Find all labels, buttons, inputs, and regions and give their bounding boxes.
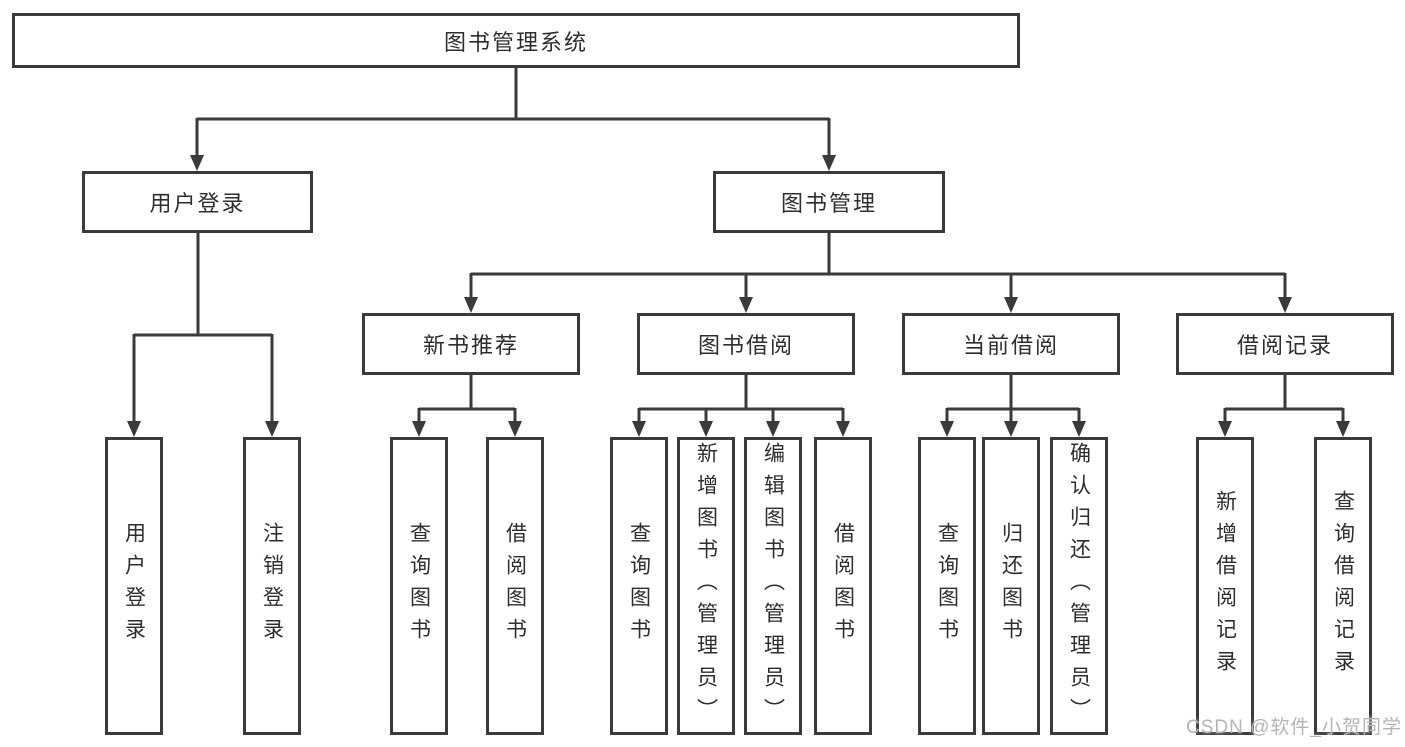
connector-book-borrow-children bbox=[632, 375, 850, 437]
node-user-login-action: 用户登录 bbox=[105, 437, 163, 735]
connector-new-book-recommend-children bbox=[412, 375, 522, 437]
node-query-books-borrow: 查询图书 bbox=[610, 437, 668, 735]
node-return-books: 归还图书 bbox=[982, 437, 1040, 735]
node-query-books-current: 查询图书 bbox=[918, 437, 976, 735]
csdn-watermark: CSDN @软件_小贺同学 bbox=[1186, 717, 1402, 738]
connector-user-login-children bbox=[127, 233, 279, 437]
node-query-books-recommend: 查询图书 bbox=[390, 437, 448, 735]
node-logout-login: 注销登录 bbox=[243, 437, 301, 735]
node-new-book-recommend: 新书推荐 bbox=[362, 313, 580, 375]
node-confirm-return-admin: 确认归还（管理员） bbox=[1050, 437, 1108, 735]
connector-root-to-level2 bbox=[190, 68, 836, 171]
connector-current-borrow-children bbox=[940, 375, 1086, 437]
node-query-borrow-record: 查询借阅记录 bbox=[1314, 437, 1372, 735]
node-add-borrow-record: 新增借阅记录 bbox=[1196, 437, 1254, 735]
connector-borrow-records-children bbox=[1218, 375, 1350, 437]
node-root: 图书管理系统 bbox=[12, 13, 1020, 68]
node-borrow-books: 借阅图书 bbox=[814, 437, 872, 735]
node-book-management: 图书管理 bbox=[713, 171, 945, 233]
node-borrow-books-recommend: 借阅图书 bbox=[486, 437, 544, 735]
node-add-books-admin: 新增图书（管理员） bbox=[677, 437, 735, 735]
node-edit-books-admin: 编辑图书（管理员） bbox=[744, 437, 802, 735]
node-user-login: 用户登录 bbox=[82, 171, 313, 233]
node-current-borrow: 当前借阅 bbox=[902, 313, 1120, 375]
node-book-borrow: 图书借阅 bbox=[637, 313, 855, 375]
node-borrow-records: 借阅记录 bbox=[1176, 313, 1394, 375]
connector-book-management-children bbox=[464, 233, 1292, 313]
